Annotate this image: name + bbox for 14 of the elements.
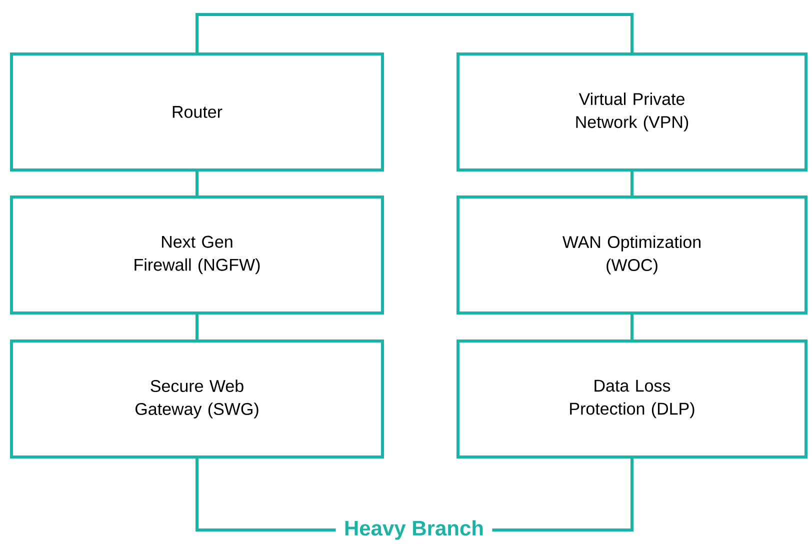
process-box: WAN Optimization (WOC) [456, 196, 808, 314]
connector-line [630, 314, 634, 340]
connector-line [196, 458, 336, 532]
process-box: Virtual Private Network (VPN) [456, 52, 808, 172]
connector-line [196, 172, 198, 196]
connector-line [630, 172, 634, 196]
process-box: Router [10, 52, 384, 172]
connector-line [196, 13, 634, 52]
branch-label: Heavy Branch [345, 520, 483, 540]
process-box: Secure Web Gateway (SWG) [10, 340, 384, 458]
process-box: Next Gen Firewall (NGFW) [10, 196, 384, 314]
process-box: Data Loss Protection (DLP) [456, 340, 808, 458]
connector-line [196, 314, 198, 340]
connector-line [492, 458, 634, 532]
